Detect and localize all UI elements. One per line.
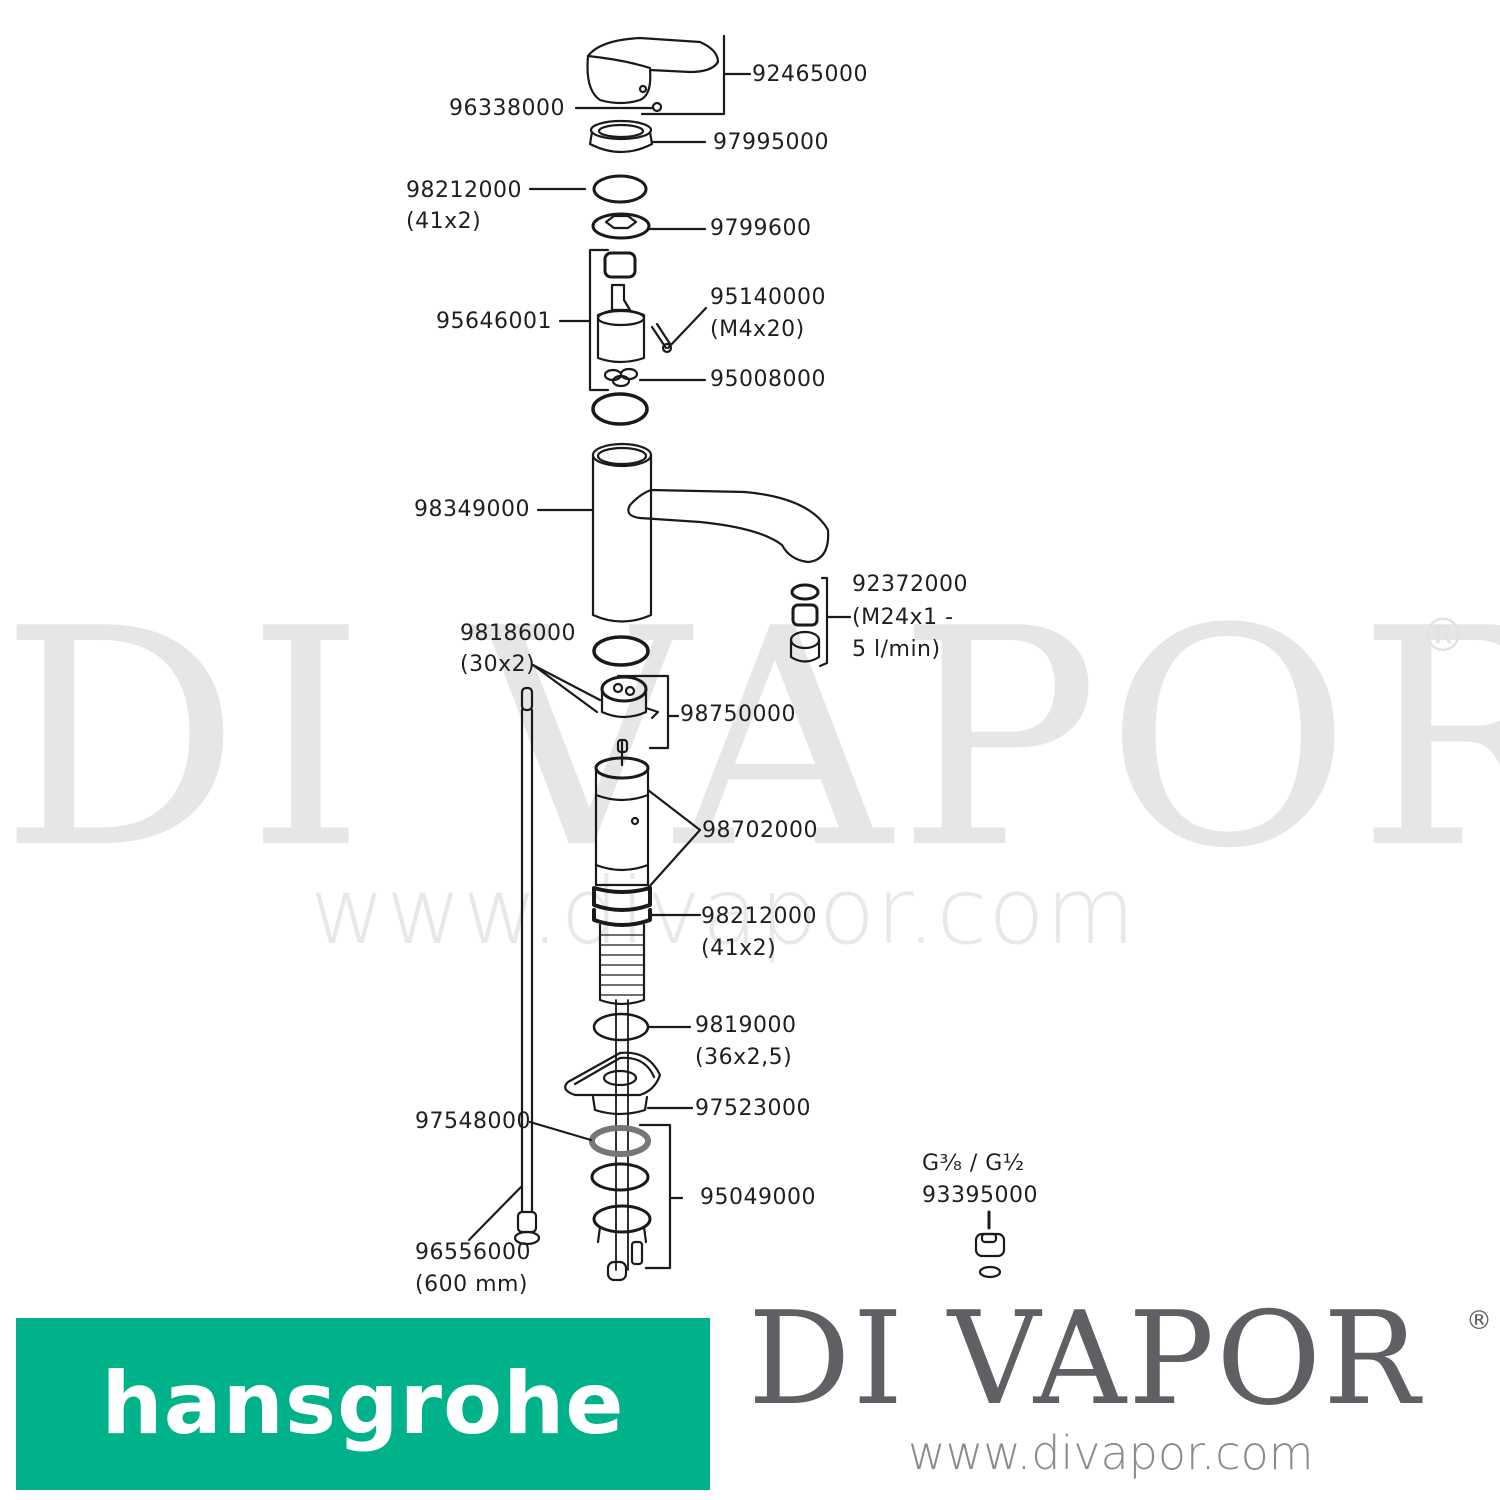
part-label-97995000: 97995000 bbox=[713, 130, 829, 155]
part-label-98212000-top: 98212000 bbox=[406, 178, 522, 203]
fixing-set-icon bbox=[589, 1125, 652, 1282]
part-spec-93395000: G³⁄₈ / G½ bbox=[922, 1151, 1025, 1176]
part-label-9819000: 9819000 bbox=[695, 1013, 797, 1038]
flexible-hose-icon bbox=[513, 686, 541, 1246]
o-ring-icon bbox=[592, 635, 650, 667]
seals-icon bbox=[603, 367, 639, 388]
part-label-92372000: 92372000 bbox=[852, 572, 968, 597]
part-label-96556000: 96556000 bbox=[415, 1240, 531, 1265]
part-spec-98212000-bottom: (41x2) bbox=[701, 936, 777, 961]
aerator-icon bbox=[789, 583, 821, 663]
hansgrohe-logo: hansgrohe bbox=[16, 1318, 710, 1490]
screw-icon bbox=[650, 322, 673, 354]
cartridge-icon bbox=[596, 251, 646, 364]
part-spec-96556000: (600 mm) bbox=[415, 1272, 529, 1297]
part-label-98702000: 98702000 bbox=[702, 818, 818, 843]
divapor-registered-mark: ® bbox=[1466, 1306, 1492, 1336]
lever-handle-icon bbox=[586, 36, 720, 113]
part-label-95646001: 95646001 bbox=[436, 309, 552, 334]
base-plate-icon bbox=[564, 1051, 662, 1116]
part-label-97523000: 97523000 bbox=[695, 1096, 811, 1121]
watermark-registered-mark: ® bbox=[1420, 608, 1466, 662]
part-label-98186000: 98186000 bbox=[460, 621, 576, 646]
part-label-9799600: 9799600 bbox=[710, 216, 812, 241]
divapor-logo-url: www.divapor.com bbox=[908, 1426, 1314, 1480]
part-spec-98212000-top: (41x2) bbox=[406, 209, 482, 234]
cover-cap-icon bbox=[588, 119, 654, 154]
hansgrohe-logo-text: hansgrohe bbox=[101, 1354, 625, 1454]
o-ring-icon bbox=[592, 1012, 650, 1042]
part-spec-92372000: (M24x1 - 5 l/min) bbox=[852, 605, 954, 662]
part-label-92465000: 92465000 bbox=[752, 62, 868, 87]
diverter-insert-icon bbox=[600, 675, 660, 720]
adapter-icon bbox=[974, 1210, 1006, 1279]
watermark-brand: DI VAPOR bbox=[0, 565, 1500, 914]
part-label-96338000: 96338000 bbox=[449, 96, 565, 121]
watermark-url: www.divapor.com bbox=[310, 858, 1137, 965]
part-label-98349000: 98349000 bbox=[414, 497, 530, 522]
part-spec-98186000: (30x2) bbox=[460, 652, 536, 677]
part-label-95049000: 95049000 bbox=[700, 1185, 816, 1210]
part-label-98750000: 98750000 bbox=[680, 702, 796, 727]
part-spec-9819000: (36x2,5) bbox=[695, 1045, 793, 1070]
divapor-logo: DI VAPOR ® www.divapor.com bbox=[748, 1285, 1492, 1481]
mounting-sleeve-icon bbox=[592, 738, 652, 1006]
o-ring-icon bbox=[592, 174, 648, 204]
part-label-95008000: 95008000 bbox=[710, 367, 826, 392]
spout-body-icon bbox=[591, 442, 830, 623]
part-label-98212000-bottom: 98212000 bbox=[701, 904, 817, 929]
part-label-93395000: 93395000 bbox=[922, 1183, 1038, 1208]
threaded-nut-icon bbox=[591, 212, 651, 240]
divapor-logo-name: DI VAPOR bbox=[748, 1285, 1422, 1434]
part-label-95140000: 95140000 bbox=[710, 285, 826, 310]
part-label-97548000: 97548000 bbox=[415, 1109, 531, 1134]
part-spec-95140000: (M4x20) bbox=[710, 317, 805, 342]
